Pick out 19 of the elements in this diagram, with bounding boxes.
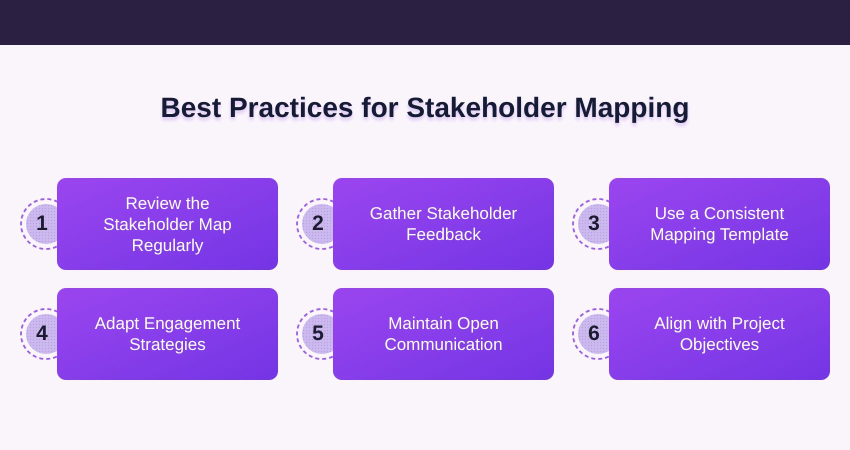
- step-title: Maintain Open Communication: [383, 313, 504, 355]
- step-card: [333, 288, 554, 380]
- step-card: [609, 288, 830, 380]
- step-card: [609, 178, 830, 270]
- step-title: Adapt Engagement Strategies: [94, 313, 242, 355]
- step-number: 2: [312, 212, 324, 236]
- step-number: 5: [312, 322, 324, 346]
- step-number: 3: [588, 212, 600, 236]
- step-card: [333, 178, 554, 270]
- step-title: Align with Project Objectives: [653, 313, 786, 355]
- step-card: [57, 288, 278, 380]
- step-number: 4: [36, 322, 48, 346]
- step-number: 1: [36, 212, 48, 236]
- step-title: Review the Stakeholder Map Regularly: [102, 192, 233, 256]
- step-card: [57, 178, 278, 270]
- title: Best Practices for Stakeholder Mapping: [159, 91, 691, 125]
- step-title: Gather Stakeholder Feedback: [368, 203, 518, 245]
- step-number: 6: [588, 322, 600, 346]
- step-title: Use a Consistent Mapping Template: [649, 203, 790, 245]
